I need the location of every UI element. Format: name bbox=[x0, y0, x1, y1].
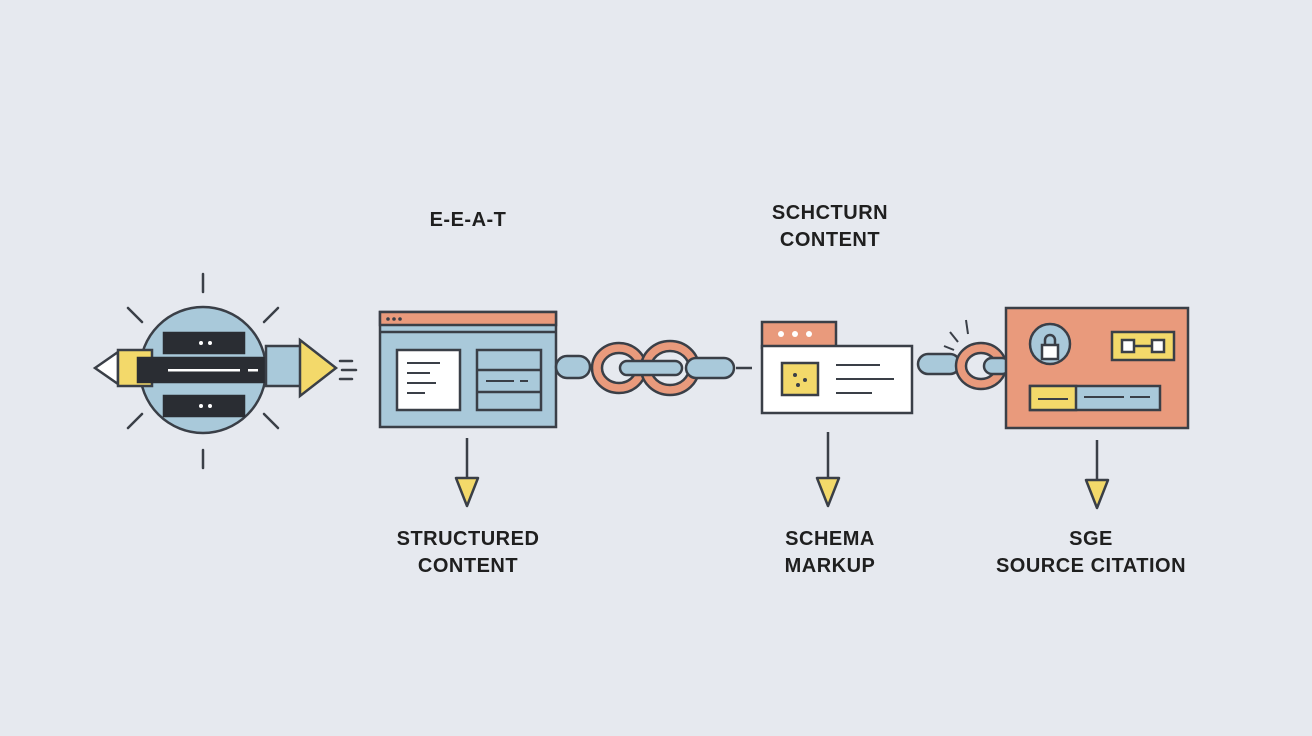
browser-window-icon bbox=[378, 310, 558, 429]
label-schcturn-line2: CONTENT bbox=[779, 229, 881, 251]
label-structured-content: STRUCTURED CONTENT bbox=[378, 526, 558, 580]
chain-link-icon-2 bbox=[916, 319, 1012, 391]
label-sge-source-citation: SGE SOURCE CITATION bbox=[975, 526, 1207, 580]
label-schema-line2: MARKUP bbox=[784, 555, 876, 577]
label-eeat: E-E-A-T bbox=[398, 207, 538, 234]
label-schcturn-content: SCHCTURN CONTENT bbox=[745, 200, 915, 254]
globe-detail bbox=[168, 341, 258, 408]
label-sge-line2: SOURCE CITATION bbox=[995, 555, 1187, 577]
content-card-icon bbox=[760, 320, 914, 415]
down-arrow-icon bbox=[454, 438, 480, 508]
label-schema-line1: SCHEMA bbox=[785, 528, 875, 550]
label-structured-line2: CONTENT bbox=[417, 555, 519, 577]
down-arrow-icon-3 bbox=[1084, 440, 1110, 510]
chain-link-icon bbox=[554, 339, 752, 397]
label-structured-line1: STRUCTURED bbox=[396, 528, 540, 550]
label-schcturn-line1: SCHCTURN bbox=[771, 202, 889, 224]
window-dots bbox=[386, 317, 402, 321]
card-dots bbox=[778, 331, 812, 337]
secure-panel-icon bbox=[1004, 306, 1190, 430]
label-eeat-text: E-E-A-T bbox=[429, 209, 507, 231]
down-arrow-icon-2 bbox=[815, 432, 841, 508]
card-face bbox=[793, 373, 807, 387]
label-sge-line1: SGE bbox=[1069, 528, 1113, 550]
label-schema-markup: SCHEMA MARKUP bbox=[745, 526, 915, 580]
